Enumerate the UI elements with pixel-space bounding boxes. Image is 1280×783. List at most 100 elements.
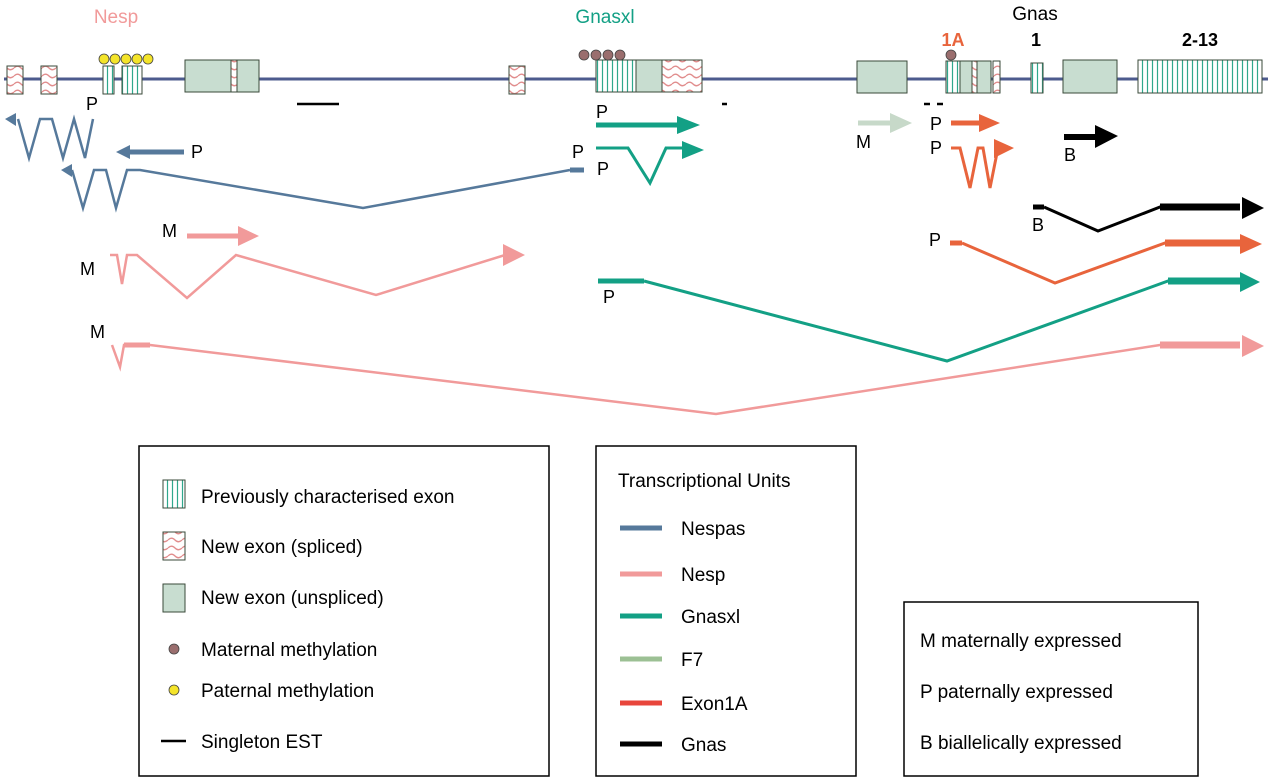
expression-legend-box [903, 601, 1199, 777]
maternal-methylation-marks [578, 49, 957, 61]
new-spliced-exon [508, 65, 526, 95]
solid-exon-icon [162, 583, 186, 613]
expression-legend: M maternally expressed P paternally expr… [903, 601, 1199, 777]
striped-exon-icon [162, 479, 186, 509]
gnasxl-gene-label: Gnasxl [575, 7, 634, 28]
maternal-dot-icon [168, 643, 180, 655]
exon1a-arrowhead [994, 139, 1014, 158]
exon1a-transcript-2 [951, 146, 1000, 189]
new-spliced-exon [6, 65, 24, 95]
exon1a-arrowhead [979, 114, 1000, 132]
paternal-methylation-marks [98, 53, 154, 65]
exon1a-transcripts [950, 114, 1262, 285]
gnas-arrowhead [1242, 197, 1264, 219]
gnas-gene-label: Gnas [1012, 4, 1057, 25]
new-unspliced-exon [856, 60, 908, 94]
nespas-arrowhead [5, 113, 16, 126]
nespas-arrowhead [61, 164, 72, 177]
units-legend-label: Exon1A [681, 694, 748, 715]
maternal-methylation-dot [590, 49, 602, 61]
promoter-mark-b: B [1064, 145, 1076, 165]
paternal-methylation-dot [142, 53, 154, 65]
exon-legend-label: Singleton EST [201, 732, 323, 753]
f7-transcript [858, 113, 912, 133]
promoter-mark-m: M [162, 221, 177, 241]
maternal-methylation-dot [614, 49, 626, 61]
gnas-exon1-label: 1 [1031, 30, 1041, 50]
promoter-mark-m: M [856, 132, 871, 152]
characterised-exon [945, 60, 961, 94]
promoter-mark-m: M [90, 322, 105, 342]
gnasxl-transcript-3 [643, 279, 1240, 363]
promoter-marks: P P P P P P P P P M M M M B B [80, 94, 1076, 342]
paternal-methylation-dot [131, 53, 143, 65]
gnasxl-transcripts [596, 116, 1260, 363]
expression-legend-label: B biallelically expressed [920, 733, 1122, 754]
new-unspliced-exon [1062, 59, 1118, 94]
new-spliced-exon [661, 59, 703, 93]
units-legend-label: Nespas [681, 519, 745, 540]
maternal-methylation-dot [602, 49, 614, 61]
new-spliced-exon [992, 60, 1001, 94]
exon-legend: Previously characterised exon New exon (… [138, 445, 550, 777]
backbone-exons [6, 59, 1263, 95]
nesp-transcript-3 [110, 343, 1240, 416]
gnas-arrowhead [1095, 125, 1118, 148]
paternal-dot-icon [168, 684, 180, 696]
characterised-exon [1030, 62, 1044, 94]
nesp-arrowhead [1242, 335, 1264, 357]
nespas-transcripts [5, 113, 584, 213]
paternal-methylation-dot [109, 53, 121, 65]
gnasxl-arrowhead [1240, 272, 1260, 292]
exon-legend-label: Paternal methylation [201, 681, 374, 702]
gnasxl-arrowhead [682, 141, 704, 159]
f7-arrowhead [890, 113, 912, 133]
expression-legend-label: P paternally expressed [920, 682, 1113, 703]
gnasxl-arrowhead [677, 116, 700, 134]
characterised-exon [595, 59, 637, 93]
promoter-mark-b: B [1032, 215, 1044, 235]
units-legend-label: F7 [681, 650, 703, 671]
exon-legend-box [138, 445, 550, 777]
characterised-exon [121, 65, 143, 95]
gnasxl-transcript-2 [596, 146, 682, 187]
new-unspliced-exon [184, 59, 260, 93]
units-legend-box [595, 445, 857, 777]
nespas-transcript-3 [70, 168, 571, 213]
exon1a-label: 1A [941, 30, 964, 50]
paternal-methylation-dot [120, 53, 132, 65]
paternal-methylation-dot [98, 53, 110, 65]
promoter-mark-m: M [80, 259, 95, 279]
nesp-transcripts [110, 226, 1264, 416]
characterised-exon [102, 65, 115, 95]
promoter-mark-p: P [930, 138, 942, 158]
wavy-exon-icon [162, 531, 186, 561]
expression-legend-label: M maternally expressed [920, 631, 1122, 652]
maternal-methylation-dot [945, 49, 957, 61]
promoter-mark-p: P [86, 94, 98, 114]
gnas-transcripts [1033, 125, 1264, 233]
new-unspliced-exon [635, 59, 663, 93]
units-legend-title: Transcriptional Units [618, 471, 790, 492]
units-legend: Transcriptional Units Nespas Nesp Gnasxl… [595, 445, 857, 777]
exon-legend-label: Previously characterised exon [201, 487, 454, 508]
promoter-mark-p: P [597, 159, 609, 179]
promoter-mark-p: P [572, 142, 584, 162]
exon-legend-label: Maternal methylation [201, 640, 377, 661]
exon1a-transcript-3 [961, 241, 1240, 285]
promoter-mark-p: P [191, 142, 203, 162]
gnas-transcript-2 [1043, 205, 1240, 233]
nesp-gene-label: Nesp [94, 7, 138, 28]
exon1a-arrowhead [1240, 234, 1262, 254]
exon-legend-label: New exon (spliced) [201, 537, 363, 558]
gnas-exon2-13-label: 2-13 [1182, 30, 1218, 50]
promoter-mark-p: P [929, 230, 941, 250]
nespas-transcript-1 [16, 114, 95, 163]
exon-legend-label: New exon (unspliced) [201, 588, 384, 609]
nespas-arrowhead [116, 145, 130, 159]
units-legend-label: Nesp [681, 565, 725, 586]
nesp-transcript-2 [110, 253, 506, 300]
new-spliced-exon [40, 65, 58, 95]
new-unspliced-exon [976, 60, 992, 94]
